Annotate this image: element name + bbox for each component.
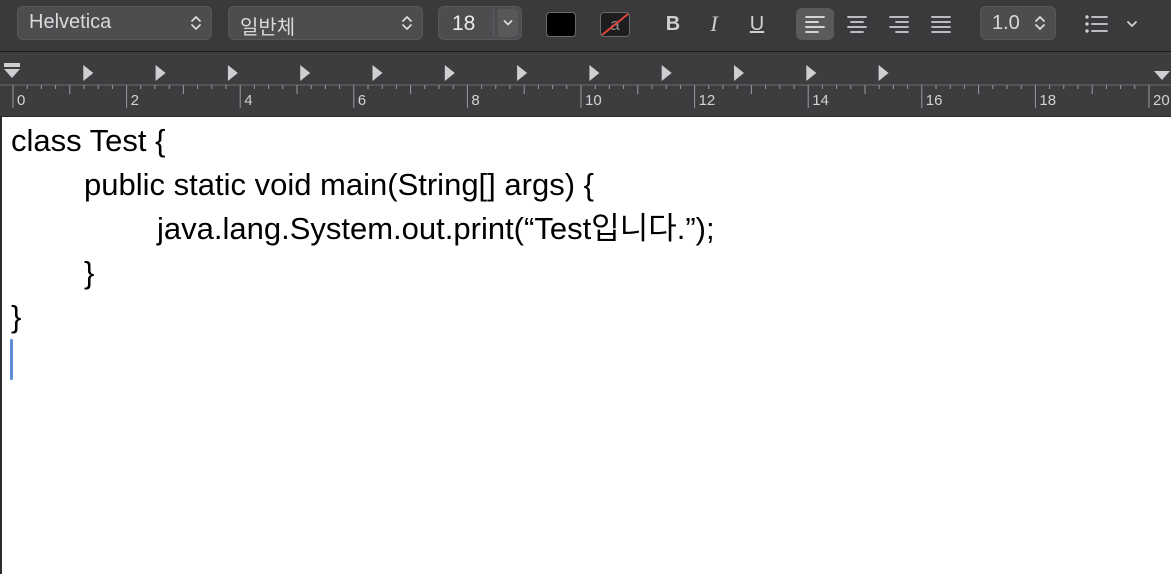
code-line: }	[84, 255, 95, 290]
right-margin-marker-icon[interactable]	[1154, 71, 1170, 80]
tab-stop-icon[interactable]	[300, 65, 311, 81]
document-text-area[interactable]: class Test { public static void main(Str…	[0, 117, 1171, 574]
tab-stop-icon[interactable]	[589, 65, 600, 81]
tab-stop-icon[interactable]	[372, 65, 383, 81]
updown-chevron-icon	[191, 16, 201, 30]
tab-stop-icon[interactable]	[661, 65, 672, 81]
font-family-value: Helvetica	[29, 11, 112, 33]
tab-stop-icon[interactable]	[444, 65, 455, 81]
tab-stop-icon[interactable]	[517, 65, 528, 81]
code-line: public static void main(String[] args) {	[84, 167, 594, 202]
list-style-popup[interactable]	[1082, 10, 1150, 38]
align-right-button[interactable]	[880, 8, 918, 40]
ruler-number: 14	[812, 92, 829, 109]
chevron-down-icon	[503, 20, 513, 26]
highlight-color-well[interactable]: a	[600, 12, 630, 37]
align-center-icon	[847, 16, 867, 33]
ruler-number: 4	[244, 92, 253, 109]
bold-button[interactable]: B	[665, 13, 681, 35]
font-size-combo[interactable]: 18	[438, 6, 522, 40]
indent-marker-icon[interactable]	[4, 63, 20, 78]
typeface-value: 일반체	[240, 17, 296, 39]
align-justify-button[interactable]	[922, 8, 960, 40]
ruler-number: 12	[698, 92, 716, 109]
ruler-ticks	[0, 63, 1171, 108]
text-caret	[10, 339, 13, 380]
tab-stop-icon[interactable]	[878, 65, 889, 81]
divider	[493, 10, 494, 36]
underline-button[interactable]: U	[749, 13, 765, 35]
ruler-number: 2	[130, 92, 139, 109]
ruler-number: 18	[1039, 92, 1057, 109]
typeface-popup[interactable]: 일반체	[228, 6, 423, 40]
ruler-number: 10	[585, 92, 602, 109]
align-right-icon	[889, 16, 909, 33]
ruler[interactable]: 0 2 4 6 8 10 12 14 16 18 20	[0, 52, 1171, 117]
font-size-menu-button[interactable]	[498, 9, 518, 37]
align-justify-icon	[931, 16, 951, 33]
tab-stop-icon[interactable]	[155, 65, 166, 81]
ruler-number: 6	[357, 92, 367, 109]
chevron-down-icon	[1127, 21, 1137, 27]
tab-stop-icon[interactable]	[806, 65, 817, 81]
no-color-slash-icon	[601, 13, 629, 36]
align-center-button[interactable]	[838, 8, 876, 40]
text-color-well[interactable]	[546, 12, 576, 37]
tab-stop-icon[interactable]	[83, 65, 94, 81]
ruler-number: 0	[17, 92, 26, 109]
align-left-button[interactable]	[796, 8, 834, 40]
format-toolbar: Helvetica 일반체 18 a	[0, 0, 1171, 52]
line-spacing-popup[interactable]: 1.0	[980, 6, 1056, 40]
updown-chevron-icon	[402, 16, 412, 30]
line-spacing-value: 1.0	[992, 12, 1020, 34]
code-line: class Test {	[11, 123, 166, 158]
font-size-value: 18	[452, 12, 476, 35]
updown-chevron-icon	[1035, 16, 1045, 30]
code-line: }	[11, 299, 22, 334]
italic-button[interactable]: I	[710, 11, 718, 36]
font-family-popup[interactable]: Helvetica	[17, 6, 212, 40]
tab-stop-icon[interactable]	[734, 65, 744, 81]
align-left-icon	[805, 16, 825, 33]
ruler-number: 16	[925, 92, 943, 109]
ruler-number: 8	[471, 92, 480, 109]
code-line: java.lang.System.out.print(“Test입니다.”);	[157, 211, 715, 246]
ruler-number: 20	[1153, 92, 1170, 109]
list-bullets-icon	[1085, 15, 1108, 33]
tab-stop-icon[interactable]	[227, 65, 238, 81]
